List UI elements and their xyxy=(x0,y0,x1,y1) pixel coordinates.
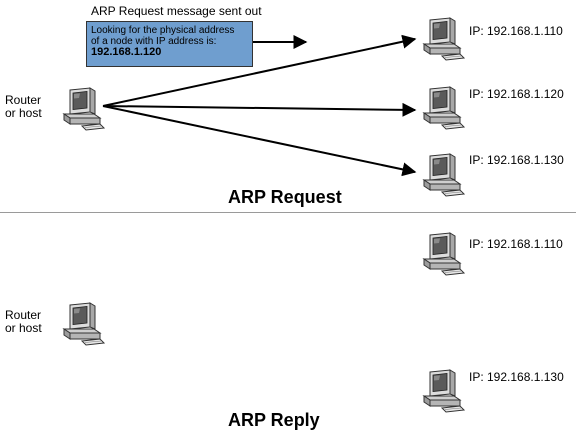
request-title: ARP Request xyxy=(228,187,342,207)
request-message-line1: Looking for the physical address xyxy=(91,25,235,36)
computer-icon xyxy=(56,299,106,349)
arrow-to-120 xyxy=(102,102,417,117)
reply-title: ARP Reply xyxy=(228,410,320,430)
reply-sender-line1: Router xyxy=(5,308,42,322)
request-ip-110: IP: 192.168.1.110 xyxy=(469,24,563,38)
request-ip-130: IP: 192.168.1.130 xyxy=(469,153,564,167)
reply-ip-130: IP: 192.168.1.130 xyxy=(469,370,564,384)
request-message-ip: 192.168.1.120 xyxy=(91,46,162,58)
computer-icon xyxy=(56,84,106,134)
request-message-line2: of a node with IP address is: xyxy=(91,36,217,47)
computer-icon xyxy=(416,366,466,416)
request-message-box: Looking for the physical address of a no… xyxy=(86,21,253,67)
request-message-title: ARP Request message sent out xyxy=(91,4,262,18)
computer-icon xyxy=(416,83,466,133)
request-sender-line2: or host xyxy=(5,106,42,120)
reply-ip-110: IP: 192.168.1.110 xyxy=(469,237,563,251)
computer-icon xyxy=(416,229,466,279)
section-divider xyxy=(0,212,576,213)
request-ip-120: IP: 192.168.1.120 xyxy=(469,87,564,101)
reply-sender-line2: or host xyxy=(5,321,42,335)
arrow-to-130 xyxy=(102,105,417,177)
request-sender-label: Router or host xyxy=(5,94,42,120)
request-sender-line1: Router xyxy=(5,93,42,107)
reply-sender-label: Router or host xyxy=(5,309,42,335)
arrow-to-110 xyxy=(102,34,417,107)
computer-icon xyxy=(416,14,466,64)
computer-icon xyxy=(416,150,466,200)
